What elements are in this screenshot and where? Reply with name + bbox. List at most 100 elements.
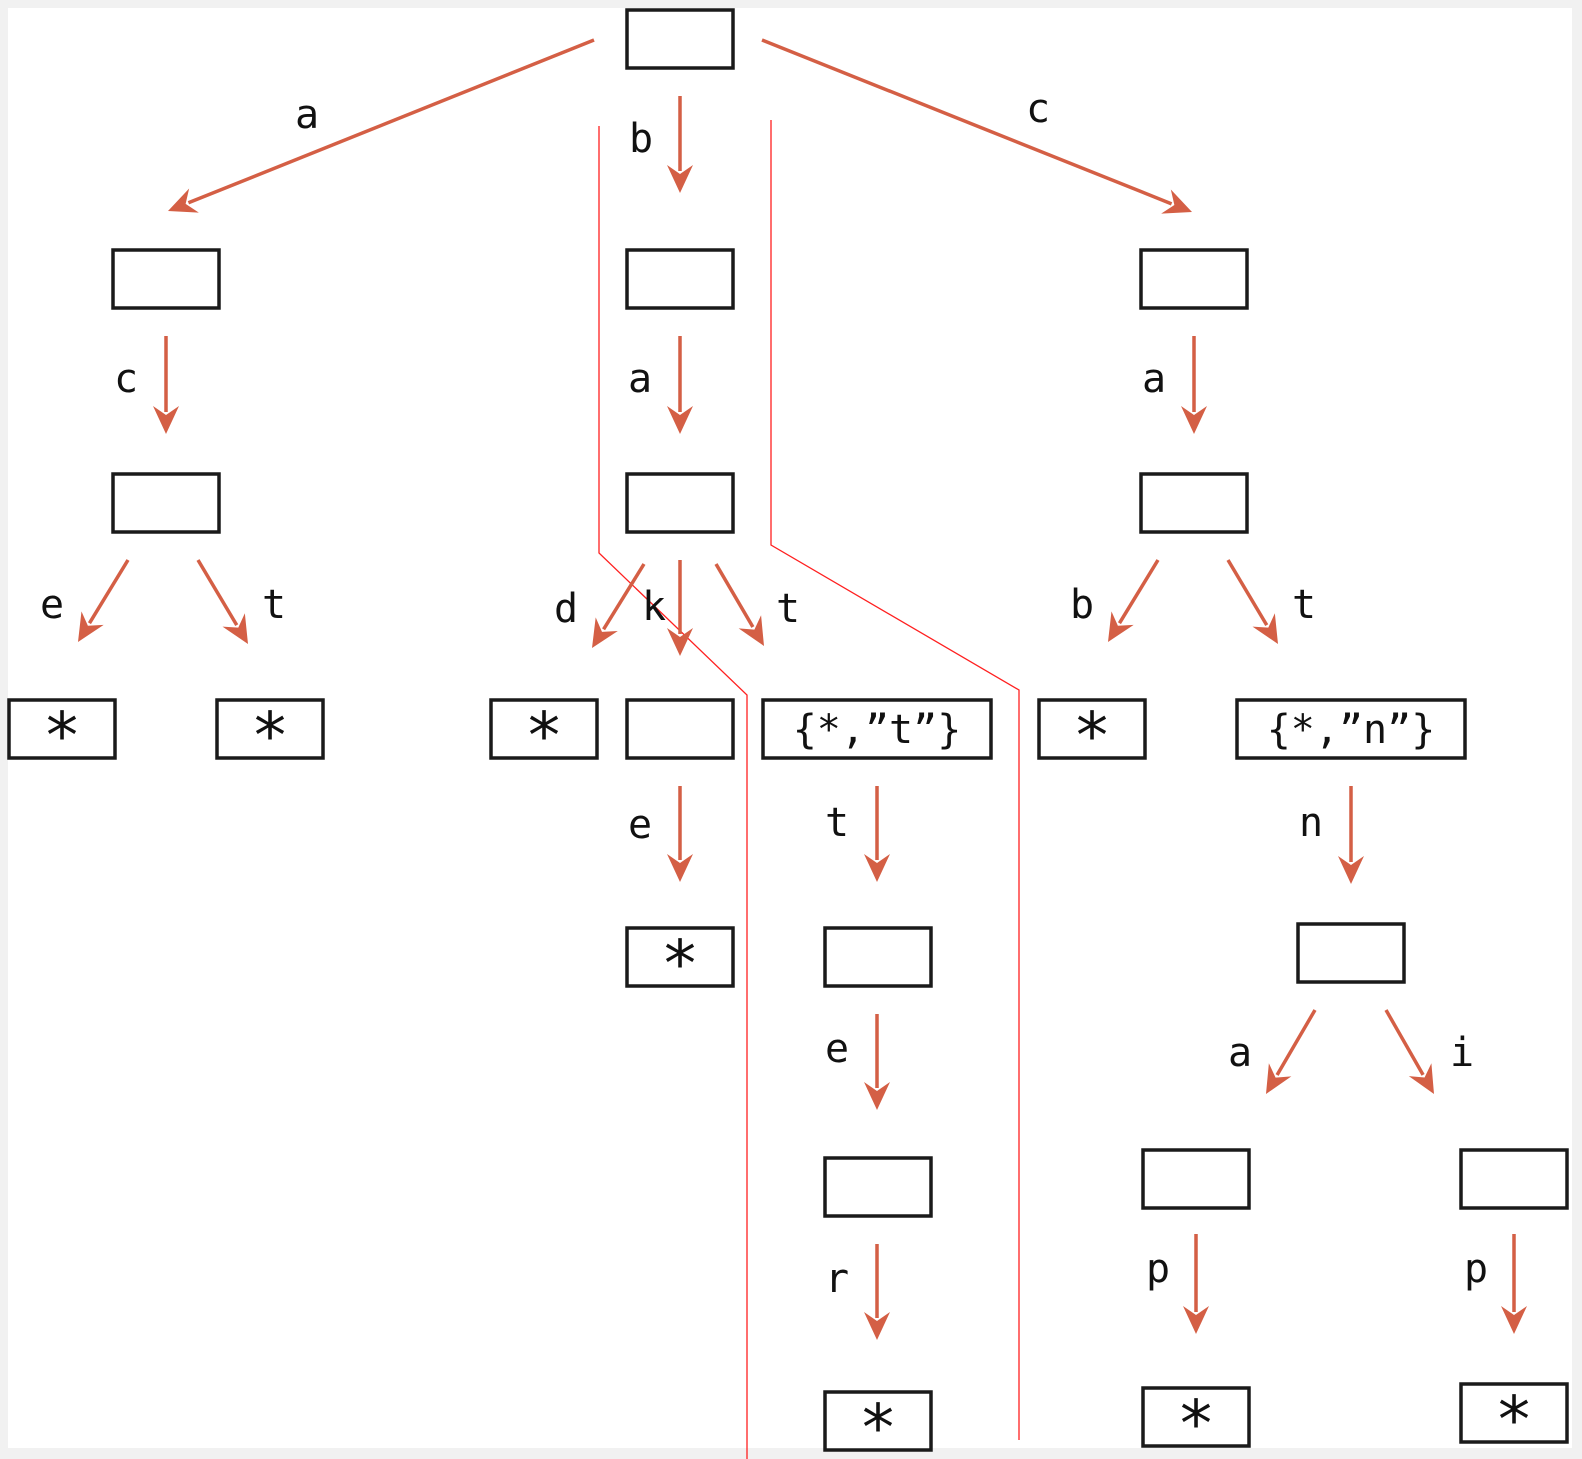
- edge-label: b: [1070, 582, 1094, 628]
- edge-label: e: [40, 582, 64, 628]
- node-box: [7, 698, 117, 760]
- edge-label: i: [1450, 1030, 1474, 1076]
- edge-line: [1226, 559, 1269, 626]
- edge-ba-bat: t: [714, 563, 800, 646]
- node-box: [1141, 1148, 1251, 1210]
- arrowhead-icon: [667, 628, 693, 656]
- terminal-marker: *: [251, 700, 290, 774]
- edge-label: t: [825, 800, 849, 846]
- trie-node-catni: [1459, 1148, 1569, 1210]
- edge-label: a: [1142, 356, 1166, 402]
- edge-label: t: [776, 586, 800, 632]
- trie-node-catn: [1296, 922, 1406, 984]
- node-box: [489, 698, 599, 760]
- edge-label: a: [295, 92, 319, 138]
- node-box: [625, 472, 735, 534]
- node-box: [1139, 248, 1249, 310]
- terminal-marker: *: [1177, 1388, 1216, 1459]
- edge-line: [761, 38, 1173, 206]
- edge-line: [87, 559, 130, 625]
- node-box: [823, 926, 933, 988]
- trie-node-ca: [1139, 472, 1249, 534]
- arrowhead-icon: [1108, 611, 1134, 642]
- arrowhead-icon: [667, 406, 693, 434]
- node-box: [823, 1390, 933, 1452]
- node-box: [1459, 1382, 1569, 1444]
- arrowhead-icon: [667, 854, 693, 882]
- arrowhead-icon: [864, 1312, 890, 1340]
- highlight-path-line-2: [770, 120, 1020, 1440]
- trie-node-ba: [625, 472, 735, 534]
- edge-line: [196, 559, 239, 626]
- edge-a-ac: c: [114, 336, 179, 434]
- edge-label: n: [1299, 800, 1323, 846]
- edge-label: p: [1464, 1246, 1488, 1292]
- edge-line: [1384, 1009, 1425, 1076]
- trie-nodes: ***{*,”t”}*{*,”n”}****: [7, 8, 1569, 1459]
- edge-cat-catn: n: [1299, 786, 1364, 884]
- node-box: [111, 472, 221, 534]
- node-box: [1141, 1386, 1251, 1448]
- edge-label: k: [642, 584, 666, 630]
- arrowhead-icon: [1161, 189, 1192, 214]
- edge-label: d: [554, 586, 578, 632]
- edge-label: e: [825, 1026, 849, 1072]
- edge-catn-catni: i: [1384, 1009, 1474, 1094]
- edge-label: a: [1228, 1030, 1252, 1076]
- arrowhead-icon: [864, 854, 890, 882]
- edge-batte-batter: r: [825, 1244, 890, 1340]
- edge-bat-batt: t: [825, 786, 890, 882]
- terminal-marker: *: [661, 928, 700, 1002]
- edge-root-b: b: [629, 96, 693, 193]
- node-box: [111, 248, 221, 310]
- edge-bak-bake: e: [628, 786, 693, 882]
- edge-label: p: [1146, 1246, 1170, 1292]
- edge-c-ca: a: [1142, 336, 1207, 434]
- trie-node-act: *: [215, 698, 325, 774]
- arrowhead-icon: [153, 406, 179, 434]
- edge-line: [1275, 1009, 1317, 1076]
- arrowhead-icon: [864, 1082, 890, 1110]
- edge-catna-catnap: p: [1146, 1234, 1209, 1334]
- arrowhead-icon: [592, 617, 618, 648]
- highlight-path-line-1: [598, 126, 748, 1459]
- trie-node-cab: *: [1037, 698, 1147, 774]
- node-box: [625, 698, 735, 760]
- node-box: [625, 248, 735, 310]
- edge-label: b: [629, 116, 653, 162]
- node-label: {*,”n”}: [1267, 707, 1436, 753]
- arrowhead-icon: [1183, 1306, 1209, 1334]
- node-box: [625, 8, 735, 70]
- node-box: [215, 698, 325, 760]
- trie-node-root: [625, 8, 735, 70]
- trie-node-bake: *: [625, 926, 735, 1002]
- trie-node-catnap: *: [1141, 1386, 1251, 1459]
- node-label: {*,”t”}: [793, 707, 962, 753]
- node-box: [1139, 472, 1249, 534]
- highlight-path-lines: [598, 120, 1020, 1459]
- terminal-marker: *: [859, 1392, 898, 1459]
- terminal-marker: *: [43, 700, 82, 774]
- edge-b-ba: a: [628, 336, 693, 434]
- edge-batt-batte: e: [825, 1014, 890, 1110]
- edge-label: r: [825, 1256, 849, 1302]
- trie-node-a: [111, 248, 221, 310]
- edge-label: e: [628, 802, 652, 848]
- edge-ba-bak: k: [642, 560, 693, 656]
- arrowhead-icon: [1408, 1063, 1434, 1094]
- node-box: [823, 1156, 933, 1218]
- edge-label: c: [1026, 86, 1050, 132]
- arrowhead-icon: [1252, 613, 1278, 644]
- trie-node-cat: {*,”n”}: [1235, 698, 1467, 760]
- trie-node-batt: [823, 926, 933, 988]
- trie-node-b: [625, 248, 735, 310]
- edge-line: [714, 563, 755, 628]
- edge-label: c: [114, 356, 138, 402]
- edge-ca-cat: t: [1226, 559, 1316, 644]
- trie-node-c: [1139, 248, 1249, 310]
- edge-catni-catnip: p: [1464, 1234, 1527, 1334]
- node-box: [625, 926, 735, 988]
- node-box: [1459, 1148, 1569, 1210]
